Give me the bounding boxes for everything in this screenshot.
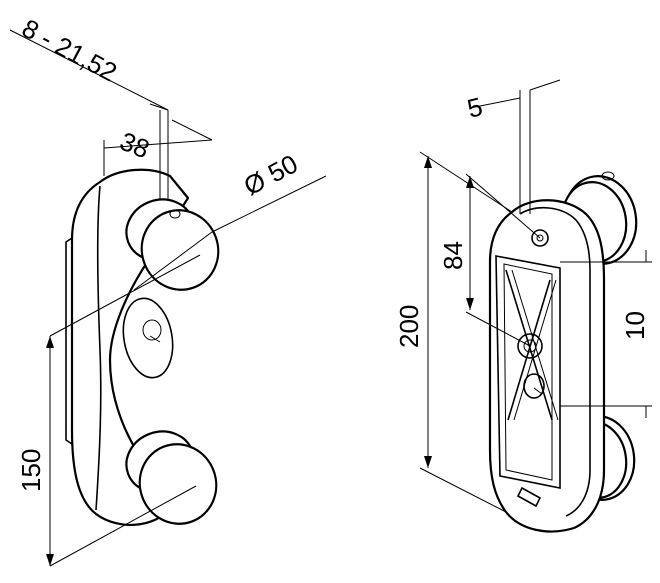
- right-logo-medallion: [523, 373, 545, 399]
- label-thickness-range: 8 - 21,52: [17, 13, 122, 88]
- right-top-screw: [531, 229, 549, 247]
- dim-height: 200: [394, 151, 513, 513]
- left-clamp-side-rail: [65, 237, 73, 445]
- dim-spacing: 150: [16, 254, 201, 567]
- dim-offset: 38: [103, 119, 213, 176]
- right-bottom-screw: [516, 486, 542, 508]
- right-inner-frame: [495, 255, 561, 489]
- right-clamp-inner-rim: [519, 206, 591, 517]
- left-logo-medallion: [122, 297, 174, 379]
- left-clamp-inner-contour: [95, 185, 102, 511]
- label-offset: 38: [116, 126, 154, 165]
- label-upper-offset: 84: [438, 241, 468, 270]
- label-side-gap: 10: [620, 311, 650, 340]
- right-clamp-body: [488, 199, 606, 533]
- dim-top-gap: 5: [464, 79, 561, 214]
- right-view: 5 84 200 10: [394, 79, 652, 533]
- label-height: 200: [394, 305, 424, 348]
- label-diameter: Ø 50: [239, 148, 303, 201]
- left-lower-button: [125, 430, 218, 525]
- label-spacing: 150: [16, 449, 46, 492]
- dim-side-gap: 10: [560, 250, 652, 418]
- dim-upper-offset: 84: [438, 173, 541, 347]
- left-view: 8 - 21,52 38 Ø 50 150: [9, 13, 327, 567]
- label-top-gap: 5: [464, 91, 485, 124]
